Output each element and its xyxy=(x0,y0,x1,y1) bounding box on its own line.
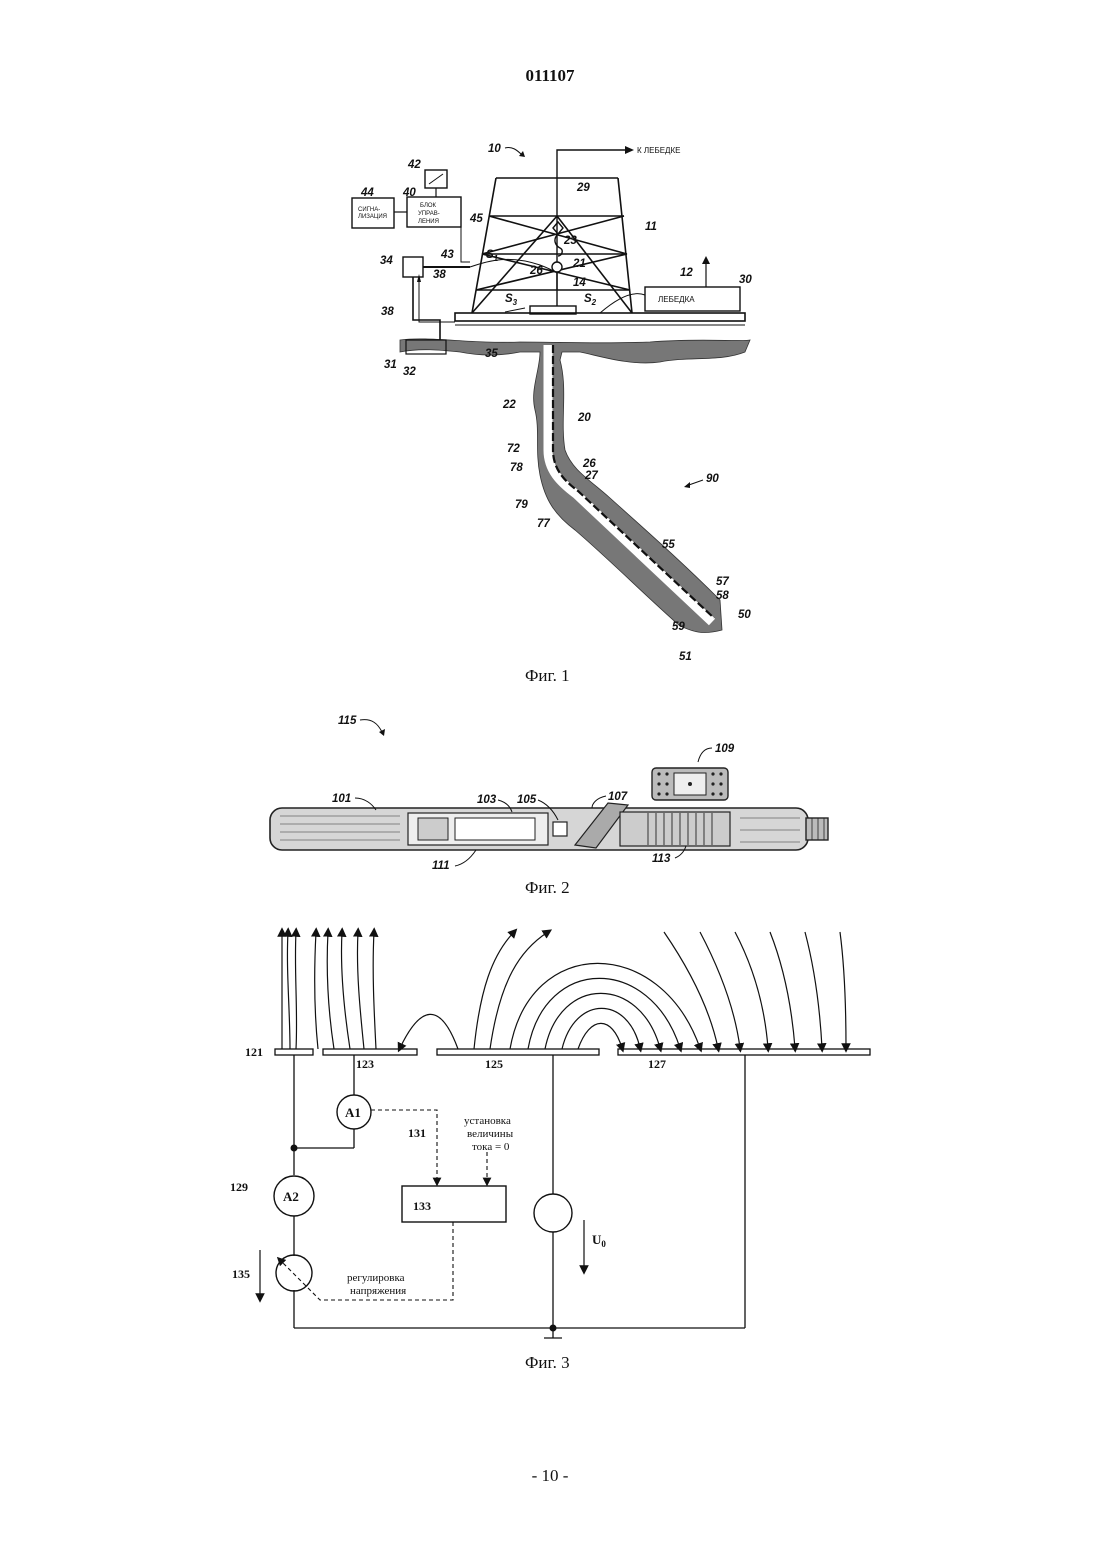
document-number: 011107 xyxy=(0,66,1100,86)
source-label: U0 xyxy=(592,1232,606,1249)
ammeter-a2-label: A2 xyxy=(283,1189,299,1204)
ref-42: 42 xyxy=(407,159,421,171)
electrode-125 xyxy=(437,1049,599,1055)
ref-12: 12 xyxy=(680,267,693,279)
ref-55: 55 xyxy=(662,539,675,551)
voltage-source-u0 xyxy=(534,1194,572,1232)
ref-44: 44 xyxy=(360,187,374,199)
field-line-arch-small xyxy=(400,1014,458,1049)
ammeter-a1-label: A1 xyxy=(345,1105,361,1120)
electrode-123 xyxy=(323,1049,417,1055)
winch-arrow-label: К ЛЕБЕДКЕ xyxy=(637,146,680,155)
figure-1: К ЛЕБЕДКЕ ЛЕБЕДКА БЛОК УПРАВ- ЛЕНИЯ СИГН… xyxy=(0,130,1100,690)
control-unit-line-2: УПРАВ- xyxy=(418,211,440,217)
controller-label: 133 xyxy=(413,1199,431,1213)
ref-57: 57 xyxy=(716,576,729,588)
ref-107: 107 xyxy=(608,791,628,803)
ref-105: 105 xyxy=(517,794,537,806)
control-unit-line-1: БЛОК xyxy=(420,203,437,209)
ref-23: 23 xyxy=(563,235,577,247)
variable-voltage-source xyxy=(276,1255,312,1291)
winch-box-label: ЛЕБЕДКА xyxy=(658,295,695,304)
ref-59: 59 xyxy=(672,621,685,633)
ref-50: 50 xyxy=(738,609,751,621)
ref-109: 109 xyxy=(715,743,735,755)
figure-2: 115 109 101 103 105 107 111 113 Фиг. 2 xyxy=(0,700,1100,900)
ref-79: 79 xyxy=(515,499,528,511)
rig-floor xyxy=(455,313,745,321)
tool-component-105 xyxy=(553,822,567,836)
electrode-127 xyxy=(618,1049,870,1055)
ref-10: 10 xyxy=(488,143,501,155)
alarm-line-2: ЛИЗАЦИЯ xyxy=(358,214,387,220)
mud-pump xyxy=(403,257,423,277)
winch-cable-arrowhead xyxy=(625,146,634,154)
tool-section-113 xyxy=(620,812,730,846)
figure-2-caption: Фиг. 2 xyxy=(525,878,570,897)
tool-end-cap xyxy=(806,818,828,840)
figure-1-caption: Фиг. 1 xyxy=(525,666,570,685)
label-131: 131 xyxy=(408,1126,426,1140)
sensor-s3: S3 xyxy=(505,293,518,307)
figure-3: 121 123 125 127 A1 A2 U0 133 129 131 1 xyxy=(0,920,1100,1390)
ref-101: 101 xyxy=(332,793,351,805)
ref-38-upper: 38 xyxy=(433,269,446,281)
ref-72: 72 xyxy=(507,443,520,455)
ref-45: 45 xyxy=(469,213,483,225)
label-127: 127 xyxy=(648,1057,666,1071)
ref-26-lower: 26 xyxy=(582,458,596,470)
ref-22: 22 xyxy=(502,399,516,411)
current-setting-line-1: установка xyxy=(464,1115,511,1127)
ref-115: 115 xyxy=(338,715,357,727)
ref-40: 40 xyxy=(402,187,416,199)
ref-14: 14 xyxy=(573,277,586,289)
field-lines-arches xyxy=(474,932,700,1049)
ref-30: 30 xyxy=(739,274,752,286)
ref-31: 31 xyxy=(384,359,397,371)
alarm-box xyxy=(352,198,394,228)
ref-29: 29 xyxy=(576,182,590,194)
label-135: 135 xyxy=(232,1267,250,1281)
label-123: 123 xyxy=(356,1057,374,1071)
junction-node xyxy=(291,1145,298,1152)
ref-77: 77 xyxy=(537,518,550,530)
ref-35: 35 xyxy=(485,348,498,360)
electrode-121 xyxy=(275,1049,313,1055)
ref-20: 20 xyxy=(577,412,591,424)
ground-node xyxy=(550,1325,557,1332)
ref-34: 34 xyxy=(380,255,393,267)
ref-58: 58 xyxy=(716,590,729,602)
ref-111: 111 xyxy=(432,860,449,872)
ref-113: 113 xyxy=(652,853,671,865)
label-121: 121 xyxy=(245,1045,263,1059)
ref-32: 32 xyxy=(403,366,416,378)
ref-38-lower: 38 xyxy=(381,306,394,318)
alarm-line-1: СИГНА- xyxy=(358,207,380,213)
current-setting-line-2: величины xyxy=(467,1128,514,1140)
ground-surface xyxy=(400,339,750,633)
sensor-s2: S2 xyxy=(584,293,597,307)
figure-3-caption: Фиг. 3 xyxy=(525,1353,570,1372)
page-footer: - 10 - xyxy=(0,1466,1100,1486)
ref-21: 21 xyxy=(572,258,586,270)
ref-26-upper: 26 xyxy=(529,265,543,277)
ref-27: 27 xyxy=(584,470,598,482)
ref-51: 51 xyxy=(679,651,692,663)
current-setting-line-3: тока = 0 xyxy=(472,1141,510,1153)
ref-11: 11 xyxy=(645,221,657,233)
ref-90: 90 xyxy=(706,473,719,485)
ref-78: 78 xyxy=(510,462,523,474)
derrick xyxy=(472,178,632,313)
voltage-adjust-line-2: напряжения xyxy=(350,1285,406,1297)
label-129: 129 xyxy=(230,1180,248,1194)
sensor-s1: S1 xyxy=(486,249,499,263)
ref-43: 43 xyxy=(440,249,454,261)
voltage-adjust-line-1: регулировка xyxy=(347,1272,405,1284)
ref-103: 103 xyxy=(477,794,497,806)
field-lines-upward xyxy=(282,932,376,1049)
field-lines-downward xyxy=(664,932,846,1048)
label-125: 125 xyxy=(485,1057,503,1071)
control-unit-line-3: ЛЕНИЯ xyxy=(418,219,439,225)
